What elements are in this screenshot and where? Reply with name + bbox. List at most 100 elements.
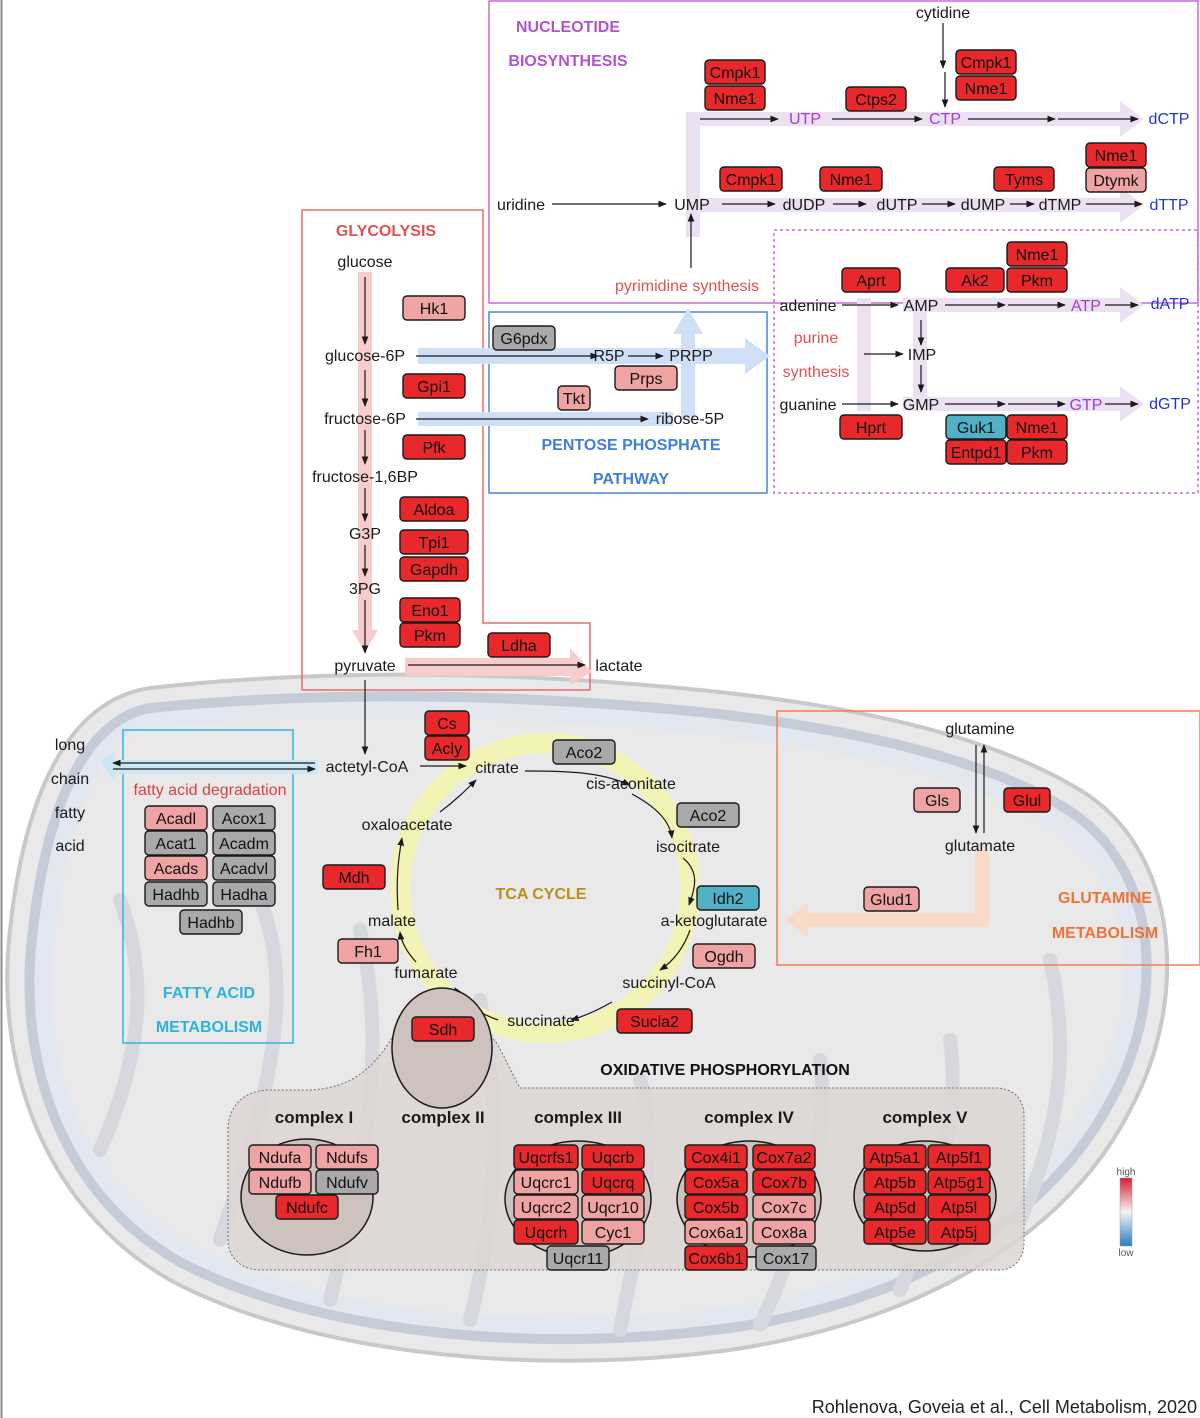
metabolite-guanine: guanine [780, 397, 837, 414]
gene-box-bg [315, 1144, 379, 1170]
gene-box-bg [424, 710, 470, 736]
metabolite-dttp: dTTP [1149, 197, 1188, 214]
metabolite-dump: dUMP [961, 197, 1005, 214]
metabolite-lactate: lactate [595, 658, 642, 675]
gene-box-bg [248, 1169, 312, 1195]
metabolite-ctp: CTP [929, 111, 961, 128]
gene-box-acadl: Acadl [144, 805, 208, 831]
gene-box-cs: Cs [424, 710, 470, 736]
gene-label: Cox5b [693, 1200, 739, 1217]
gene-box-bg [212, 855, 276, 881]
gene-box-bg [1085, 167, 1147, 193]
metabolite-fatty: fatty [55, 805, 85, 822]
gene-box-nme1: Nme1 [955, 75, 1017, 101]
gene-label: Aldoa [414, 502, 455, 519]
gene-label: Aprt [856, 273, 886, 290]
metabolite-malate: malate [368, 913, 416, 930]
gene-box-bg [845, 86, 907, 112]
section-boxes [122, 0, 1200, 1044]
label-pyrimidine-synthesis: pyrimidine synthesis [615, 278, 759, 295]
gene-box-uqcrb: Uqcrb [581, 1144, 645, 1170]
gene-label: Uqcrq [592, 1175, 635, 1192]
gene-box-bg [1006, 439, 1068, 465]
gene-box-bg [755, 1245, 817, 1271]
gene-box-bg [337, 938, 399, 964]
gene-label: Atp5a1 [870, 1150, 921, 1167]
gene-box-bg [424, 735, 470, 761]
metabolite-glutamine: glutamine [945, 721, 1014, 738]
gene-box-bg [752, 1144, 816, 1170]
gene-box-bg [492, 325, 556, 351]
metabolite-succinate: succinate [507, 1013, 575, 1030]
gene-box-nme1: Nme1 [1006, 241, 1068, 267]
gene-box-bg [839, 414, 903, 440]
gene-box-bg [275, 1194, 339, 1220]
gene-box-aco2: Aco2 [552, 739, 616, 765]
gene-box-bg [927, 1169, 991, 1195]
gene-label: Atp5g1 [934, 1175, 985, 1192]
gene-label: Fh1 [354, 944, 382, 961]
metabolite-adenine: adenine [780, 298, 837, 315]
gene-box-bg [696, 885, 760, 911]
gene-label: Gapdh [410, 562, 458, 579]
gene-box-bg [684, 1194, 748, 1220]
gene-box-atp5f1: Atp5f1 [927, 1144, 991, 1170]
gene-label: Tyms [1005, 172, 1043, 189]
gene-box-ndufb: Ndufb [248, 1169, 312, 1195]
gene-box-bg [927, 1144, 991, 1170]
gene-label: Atp5j [941, 1225, 977, 1242]
gene-box-bg [1006, 241, 1068, 267]
gene-box-bg [144, 855, 208, 881]
metabolite-utp: UTP [789, 111, 821, 128]
gene-box-uqcrc1: Uqcrc1 [513, 1169, 579, 1195]
gene-label: Idh2 [712, 891, 743, 908]
oxphos-title: OXIDATIVE PHOSPHORYLATION [600, 1062, 850, 1079]
gene-box-cox8a: Cox8a [752, 1219, 816, 1245]
gene-box-bg [315, 1169, 379, 1195]
gene-label: Acly [432, 741, 462, 758]
gene-box-ndufs: Ndufs [315, 1144, 379, 1170]
gene-box-tkt: Tkt [557, 385, 591, 411]
gene-box-acadm: Acadm [212, 830, 276, 856]
gene-box-bg [399, 529, 469, 555]
gene-label: Cox6a1 [688, 1225, 743, 1242]
gene-box-bg [945, 267, 1005, 293]
gene-label: Gpi1 [417, 379, 451, 396]
gene-label: Ak2 [961, 273, 989, 290]
gene-box-gapdh: Gapdh [399, 556, 469, 582]
gene-box-bg [752, 1169, 816, 1195]
gene-label: Uqcrc2 [521, 1200, 572, 1217]
gene-box-eno1: Eno1 [399, 597, 461, 623]
gene-box-bg [399, 597, 461, 623]
label-fatty-acid-degradation: fatty acid degradation [134, 782, 287, 799]
gene-box-guk1: Guk1 [945, 414, 1007, 440]
metabolite-fructose-16bp: fructose-1,6BP [312, 469, 418, 486]
gene-label: Pkm [414, 628, 446, 645]
gene-label: Tkt [563, 391, 586, 408]
gene-label: Acat1 [156, 836, 197, 853]
gene-box-acads: Acads [144, 855, 208, 881]
metabolite-labels: cytidine UTP CTP dCTP uridine UMP dUDP d… [51, 5, 1191, 1030]
gene-label: Prps [630, 371, 663, 388]
gene-label: Ldha [501, 638, 537, 655]
ppp-box [488, 311, 768, 494]
gene-box-pkm: Pkm [1006, 439, 1068, 465]
legend-low-label: low [1118, 1248, 1134, 1259]
label-purine: purine [794, 330, 839, 347]
gene-box-gls: Gls [913, 787, 961, 813]
metabolite-amp: AMP [904, 298, 939, 315]
gene-label: Guk1 [957, 420, 995, 437]
gene-box-tpi1: Tpi1 [399, 529, 469, 555]
gene-box-uqcr11: Uqcr11 [546, 1245, 610, 1271]
glutamine-box [776, 710, 1200, 966]
gene-box-hadhb: Hadhb [179, 909, 243, 935]
gene-box-bg [927, 1219, 991, 1245]
gene-label: Acadl [156, 811, 196, 828]
ppp-title-2: PATHWAY [593, 471, 669, 488]
metabolite-r5p: R5P [593, 348, 624, 365]
gene-box-bg [993, 166, 1055, 192]
gene-box-bg [676, 802, 740, 828]
gene-box-cox6a1: Cox6a1 [684, 1219, 748, 1245]
gene-box-cyc1: Cyc1 [581, 1219, 645, 1245]
